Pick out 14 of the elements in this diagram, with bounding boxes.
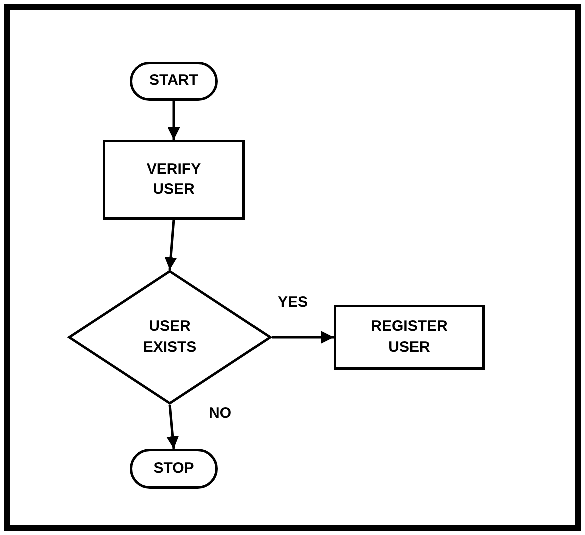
terminal-pill [130,62,218,101]
arrow [168,101,180,140]
arrow [272,331,334,344]
terminal-pill [130,449,218,489]
arrow [166,404,180,450]
process-box [334,305,485,370]
process-box [103,140,245,220]
arrow [164,220,178,270]
node-label: VERIFY USER [146,160,202,200]
decision-diamond [68,270,272,405]
node-label: STOP [154,458,194,479]
node-label: START [150,71,198,92]
node-label: REGISTER USER [370,317,449,358]
node-label: USER EXISTS [142,317,198,358]
